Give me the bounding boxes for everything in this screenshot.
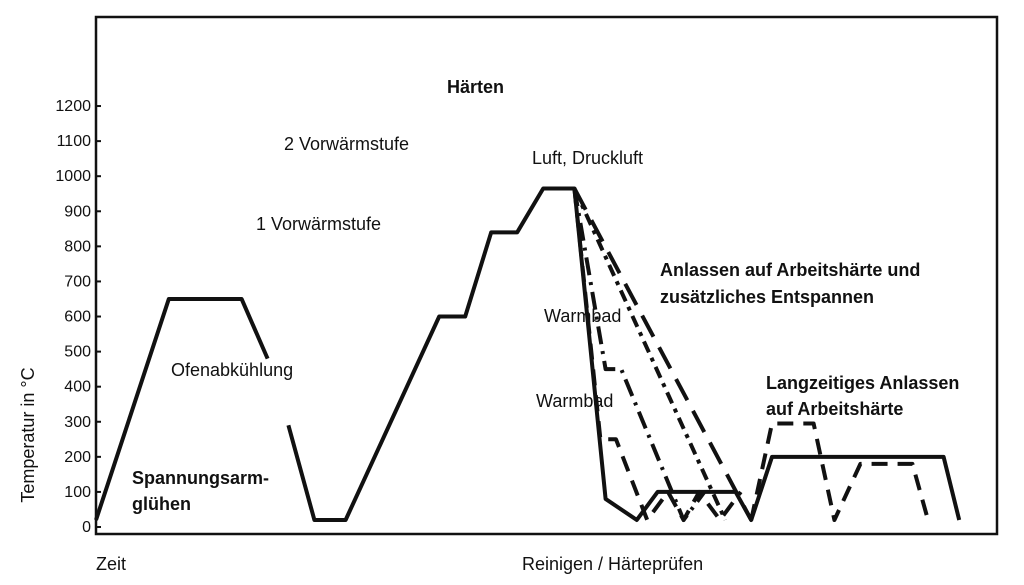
y-tick-label: 400 [64, 379, 91, 396]
y-tick-label: 0 [82, 519, 91, 536]
label-vorwaerm-1: 1 Vorwärmstufe [256, 214, 381, 234]
y-tick-label: 1000 [55, 168, 91, 185]
x-label-reinigen: Reinigen / Härteprüfen [522, 554, 703, 574]
label-ofenabkuehlung: Ofenabkühlung [171, 360, 293, 380]
label-langzeit-2: auf Arbeitshärte [766, 399, 903, 419]
plot-frame [94, 15, 999, 536]
y-axis-ticks: 0 100 200 300 400 500 600 700 800 900 1000 1100 1200 [55, 98, 101, 536]
series-line-dash [749, 421, 930, 522]
label-spannungsarm-1: Spannungsarm- [132, 468, 269, 488]
label-anlassen-1: Anlassen auf Arbeitshärte und [660, 260, 920, 280]
y-tick-label: 100 [64, 484, 91, 501]
y-axis-title: Temperatur in °C [18, 367, 38, 502]
series-line-longdash [572, 187, 753, 521]
label-haerten: Härten [447, 77, 504, 97]
series-line-dashdotlong [572, 187, 728, 521]
series-line-dashdot [572, 188, 707, 522]
x-label-zeit: Zeit [96, 554, 126, 574]
series-line-dash [572, 188, 743, 522]
label-spannungsarm-2: glühen [132, 494, 191, 514]
y-tick-label: 900 [64, 203, 91, 220]
y-tick-label: 800 [64, 238, 91, 255]
label-langzeit-1: Langzeitiges Anlassen [766, 373, 959, 393]
y-tick-label: 500 [64, 344, 91, 361]
label-anlassen-2: zusätzliches Entspannen [660, 287, 874, 307]
y-tick-label: 1100 [57, 133, 92, 150]
y-tick-label: 600 [64, 309, 91, 326]
label-luft-druckluft: Luft, Druckluft [532, 148, 643, 168]
series-line-solid [94, 296, 270, 521]
y-tick-label: 200 [64, 449, 91, 466]
y-tick-label: 1200 [55, 98, 91, 115]
label-warmbad-2: Warmbad [536, 391, 613, 411]
y-tick-label: 700 [64, 273, 91, 290]
label-warmbad-1: Warmbad [544, 306, 621, 326]
series-layer [94, 186, 962, 522]
label-vorwaerm-2: 2 Vorwärmstufe [284, 134, 409, 154]
y-tick-label: 300 [64, 414, 91, 431]
